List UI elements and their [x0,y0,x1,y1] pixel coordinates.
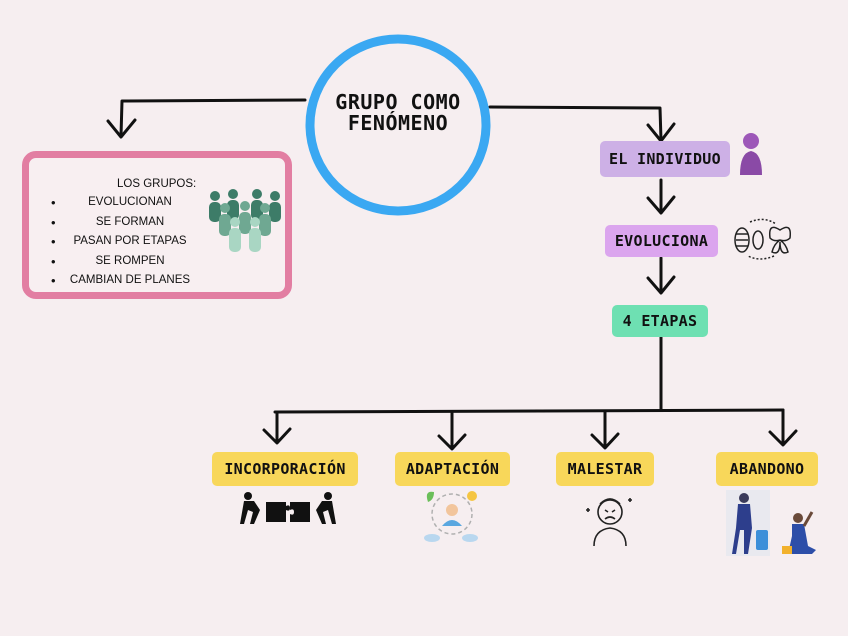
list-item: CAMBIAN DE PLANES [35,274,225,294]
butterfly-metamorphosis-icon [730,216,798,262]
leaving-person-icon [722,488,820,558]
adaptation-icon [420,488,484,546]
stage-malestar-tag: MALESTAR [556,452,654,486]
people-group-icon [205,188,287,260]
list-item: PASAN POR ETAPAS [35,235,225,255]
list-item: EVOLUCIONAN [35,196,225,216]
evoluciona-tag: EVOLUCIONA [605,225,718,257]
list-item: SE ROMPEN [35,255,225,275]
stage-incorporacion-tag: INCORPORACIÓN [212,452,358,486]
stage-adaptacion-tag: ADAPTACIÓN [395,452,510,486]
groups-box: LOS GRUPOS: EVOLUCIONAN SE FORMAN PASAN … [22,151,292,299]
stressed-person-icon [584,492,634,546]
stage-abandono-tag: ABANDONO [716,452,818,486]
groups-title: LOS GRUPOS: [117,178,196,190]
etapas-tag: 4 ETAPAS [612,305,708,337]
person-icon [737,131,765,177]
central-title: GRUPO COMO FENÓMENO [318,92,478,134]
central-title-line2: FENÓMENO [318,113,478,134]
puzzle-teamwork-icon [240,490,336,526]
groups-list: EVOLUCIONAN SE FORMAN PASAN POR ETAPAS S… [35,196,225,294]
list-item: SE FORMAN [35,216,225,236]
individuo-tag: EL INDIVIDUO [600,141,730,177]
central-title-line1: GRUPO COMO [318,92,478,113]
